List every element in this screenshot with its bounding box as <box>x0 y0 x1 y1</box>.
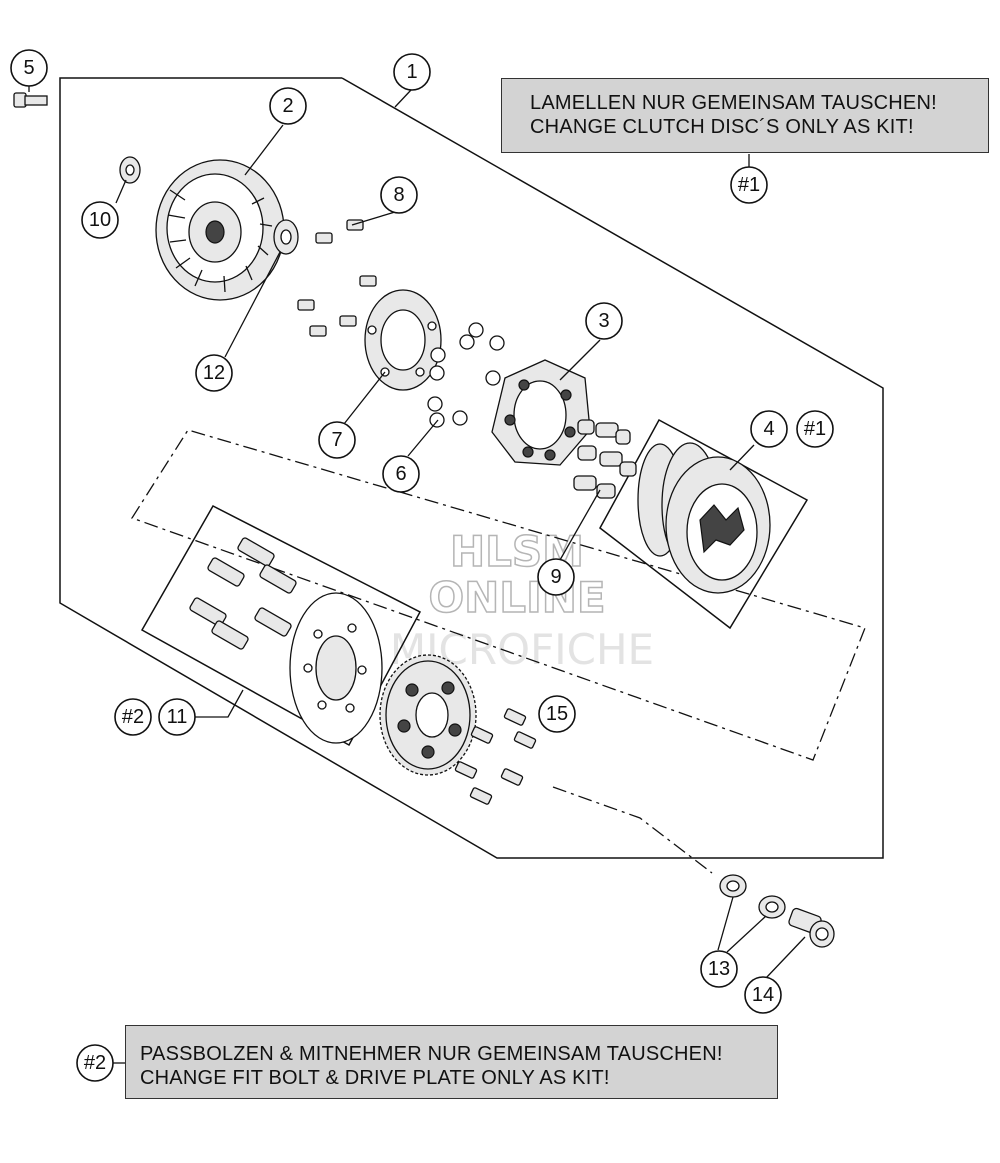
watermark-line2: ONLINE <box>428 573 605 622</box>
balls-icon <box>427 322 505 428</box>
svg-text:5: 5 <box>23 57 34 79</box>
svg-text:#1: #1 <box>738 174 760 196</box>
callout-9: 9 <box>537 558 575 596</box>
callout-10: 10 <box>81 201 119 239</box>
svg-text:9: 9 <box>550 566 561 588</box>
kit2-note-line2: CHANGE FIT BOLT & DRIVE PLATE ONLY AS KI… <box>140 1067 610 1089</box>
leader-lines <box>28 86 806 979</box>
watermark: HLSM ONLINE MICROFICHE <box>390 526 654 674</box>
callout-11: 11 <box>158 698 196 736</box>
svg-text:11: 11 <box>167 706 188 728</box>
sleeve-icon <box>788 907 835 948</box>
callout-4: 4 <box>750 410 788 448</box>
thrust-washer-icon <box>273 219 299 255</box>
kit1-note-box: LAMELLEN NUR GEMEINSAM TAUSCHEN! CHANGE … <box>501 78 989 153</box>
bushings-icon <box>719 874 786 919</box>
callout-13: 13 <box>700 950 738 988</box>
clutch-basket-icon <box>155 159 285 301</box>
callout-3: 3 <box>585 302 623 340</box>
callout-12: 12 <box>195 354 233 392</box>
callout-14: 14 <box>744 976 782 1014</box>
kit2-note-box: PASSBOLZEN & MITNEHMER NUR GEMEINSAM TAU… <box>125 1025 778 1099</box>
bushing-axis <box>552 786 713 874</box>
svg-text:6: 6 <box>395 463 406 485</box>
callout-4-kit-ref: #1 <box>796 410 834 448</box>
svg-text:#2: #2 <box>84 1052 106 1074</box>
note1-ref-callout: #1 <box>730 166 768 204</box>
kit-group-outline <box>131 429 866 761</box>
callout-1: 1 <box>393 53 431 91</box>
callout-7: 7 <box>318 421 356 459</box>
kit1-note-line1: LAMELLEN NUR GEMEINSAM TAUSCHEN! <box>530 92 937 114</box>
disc-kit-box <box>599 418 809 630</box>
bolt-icon <box>13 92 48 108</box>
kit2-note-line1: PASSBOLZEN & MITNEHMER NUR GEMEINSAM TAU… <box>140 1043 723 1065</box>
callout-11-kit-ref: #2 <box>114 698 152 736</box>
svg-text:#1: #1 <box>804 418 826 440</box>
clutch-springs-icon <box>573 419 637 499</box>
svg-text:13: 13 <box>708 958 730 980</box>
svg-text:14: 14 <box>752 984 774 1006</box>
callout-2: 2 <box>269 87 307 125</box>
svg-text:10: 10 <box>89 209 111 231</box>
svg-text:4: 4 <box>763 418 774 440</box>
svg-text:15: 15 <box>546 703 568 725</box>
callout-5: 5 <box>10 49 48 87</box>
spring-plate-icon <box>364 289 442 391</box>
fit-bolt-box <box>140 505 422 747</box>
clutch-disc-kit-icon <box>637 442 771 594</box>
pressure-plate-icon <box>491 359 591 466</box>
svg-text:1: 1 <box>406 61 417 83</box>
spring-screws-icon <box>297 219 377 337</box>
callout-8: 8 <box>380 176 418 214</box>
svg-text:12: 12 <box>203 362 225 384</box>
assembly-frame <box>59 77 884 859</box>
callout-15: 15 <box>538 695 576 733</box>
svg-text:7: 7 <box>331 429 342 451</box>
svg-text:#2: #2 <box>122 706 144 728</box>
svg-text:2: 2 <box>282 95 293 117</box>
note2-ref-callout: #2 <box>76 1044 114 1082</box>
washer-icon <box>119 156 141 184</box>
svg-text:3: 3 <box>598 310 609 332</box>
kit1-note-line2: CHANGE CLUTCH DISC´S ONLY AS KIT! <box>530 116 914 138</box>
gear-screws-icon <box>454 708 537 805</box>
primary-gear-icon <box>379 654 477 776</box>
fit-bolts-icon <box>189 537 297 650</box>
svg-text:8: 8 <box>393 184 404 206</box>
drive-plate-icon <box>289 592 383 744</box>
callout-6: 6 <box>382 455 420 493</box>
